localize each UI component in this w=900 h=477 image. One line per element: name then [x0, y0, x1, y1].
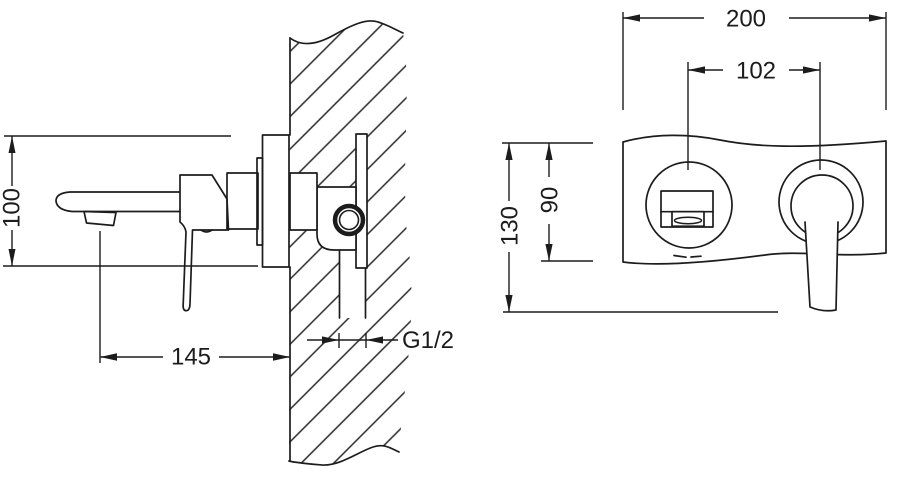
dimension-145: 145: [99, 231, 290, 371]
through-wall-tube: [289, 172, 318, 231]
dimension-90: 90: [537, 143, 593, 262]
spout-outlet-tip: [83, 210, 117, 227]
dim-label-145: 145: [171, 344, 211, 371]
dim-label-102: 102: [736, 58, 776, 85]
dimension-200: 200: [622, 6, 887, 110]
handle-body-lever: [179, 174, 230, 312]
arrow-down: [8, 249, 16, 266]
spout-side: [55, 191, 181, 213]
arrow-right: [869, 14, 886, 22]
front-view: 200 102 130 90: [497, 6, 887, 313]
spout-rosette: [645, 161, 733, 249]
dimension-102: 102: [687, 58, 821, 170]
dimension-130: 130: [497, 142, 778, 313]
handle-detail-arc: [200, 229, 213, 233]
arrow-left: [623, 14, 640, 22]
dim-label-90: 90: [537, 187, 564, 214]
arrow-left-in: [366, 336, 383, 344]
handle-lever-fill: [805, 222, 838, 311]
dimension-100: 100: [0, 135, 258, 267]
dim-label-g12: G1/2: [402, 327, 454, 354]
escutcheon-lip: [256, 157, 264, 246]
arrow-up: [8, 136, 16, 153]
side-view: 100 145 G1/2: [0, 20, 454, 466]
ext-line: [687, 62, 821, 170]
inlet-port-bore: [338, 209, 360, 231]
aerator: [673, 216, 703, 225]
spout-front-nozzle: [671, 210, 705, 228]
arrow-down: [505, 295, 513, 312]
plate-edge-marks: [673, 254, 702, 259]
front-plate: [622, 134, 887, 265]
arrow-up: [505, 143, 513, 160]
arrow-right: [803, 66, 820, 74]
arrow-right: [273, 353, 290, 361]
wall-top-break-edge: [289, 20, 404, 45]
handle-lever-outline: [804, 221, 839, 312]
cartridge-block: [226, 172, 259, 230]
wall-bottom-break-edge: [288, 444, 400, 466]
dimension-g12: G1/2: [307, 327, 454, 354]
dim-label-100: 100: [0, 188, 26, 228]
ext-line: [3, 135, 258, 267]
escutcheon-plate: [261, 134, 290, 268]
arrow-left: [688, 66, 705, 74]
arrow-right-in: [322, 336, 339, 344]
arrow-left: [100, 353, 117, 361]
dim-label-200: 200: [726, 6, 766, 33]
ext-line: [622, 12, 887, 110]
dim-label-130: 130: [497, 206, 524, 246]
arrow-up: [545, 143, 553, 160]
arrow-down: [545, 244, 553, 261]
back-flange: [355, 133, 368, 269]
